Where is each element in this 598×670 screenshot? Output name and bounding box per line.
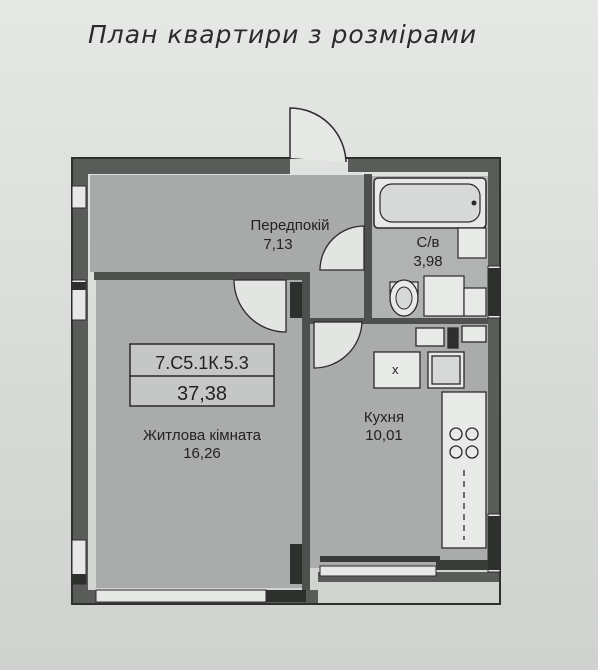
- kitchen-door: [313, 321, 363, 369]
- room-name-living: Житлова кімната: [143, 427, 262, 444]
- wall-bath-left: [364, 174, 372, 322]
- wall-kitchen-top: [310, 318, 366, 324]
- wall-hatch: [320, 556, 488, 570]
- bath-door: [319, 225, 365, 271]
- room-area-hall: 7,13: [263, 236, 292, 253]
- room-area-living: 16,26: [183, 445, 221, 462]
- exterior-wall: [71, 157, 501, 605]
- washbasin: [457, 227, 487, 259]
- wall-living-right: [302, 272, 310, 590]
- entrance-door: [289, 107, 347, 163]
- corridor-floor: [302, 272, 372, 324]
- total-area-label: 37,38: [177, 383, 227, 405]
- living-floor: [96, 280, 302, 588]
- wall-living-top: [94, 272, 304, 280]
- toilet: [389, 279, 419, 317]
- code-label: 7.С5.1К.5.3: [155, 353, 249, 373]
- room-name-hall: Передпокій: [251, 217, 330, 234]
- room-name-kitchen: Кухня: [364, 409, 404, 426]
- room-name-bath: С/в: [417, 234, 440, 251]
- living-door: [233, 279, 287, 333]
- washing-machine: [423, 275, 465, 317]
- page-title: План квартири з розмірами: [88, 20, 478, 49]
- kitchen-units: [373, 325, 487, 549]
- bathtub: [373, 177, 487, 229]
- bath-cabinet: [463, 287, 487, 317]
- window-frames: [72, 268, 500, 602]
- appliance-mark: x: [392, 362, 399, 377]
- wall-bath-bottom: [364, 318, 488, 324]
- room-area-kitchen: 10,01: [365, 427, 403, 444]
- room-area-bath: 3,98: [413, 253, 442, 270]
- code-box: [129, 343, 275, 407]
